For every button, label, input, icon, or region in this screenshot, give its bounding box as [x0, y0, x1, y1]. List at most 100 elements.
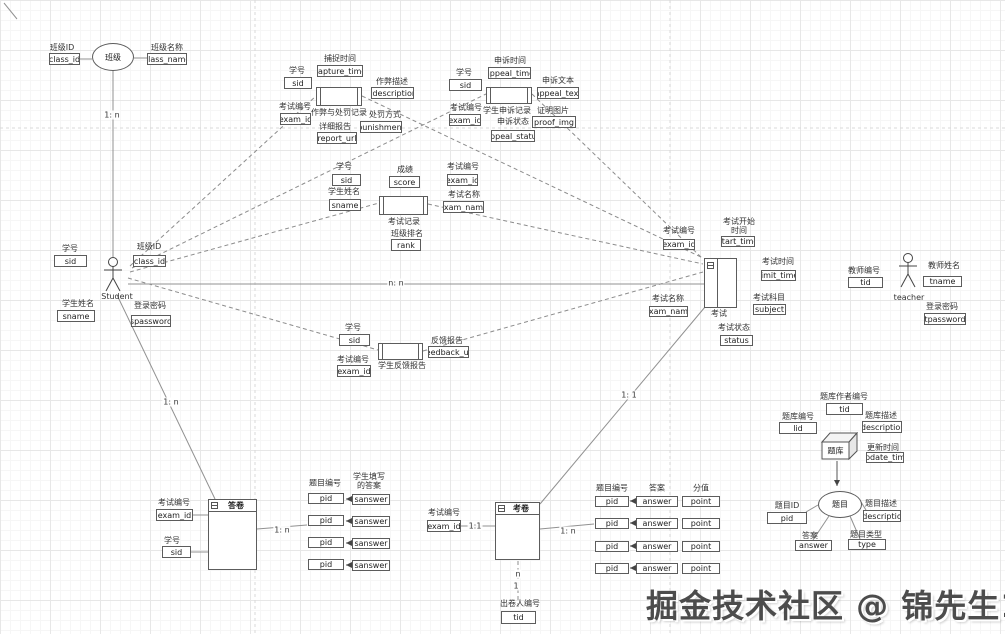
attr-question-answer[interactable]: answer	[795, 540, 832, 551]
connector-line[interactable]	[3, 2, 18, 20]
attr-ldescription-label: 题库描述	[865, 411, 897, 420]
attr-record-sname[interactable]: sname	[329, 199, 361, 211]
attr-appeal-time[interactable]: appeal_time	[488, 67, 531, 79]
attr-status[interactable]: status	[720, 335, 753, 346]
attr-sheet-pid-4[interactable]: pid	[308, 559, 344, 570]
actor-teacher[interactable]	[899, 253, 917, 293]
attr-rank[interactable]: rank	[391, 239, 421, 251]
attr-pdescription[interactable]: pdescription	[863, 510, 901, 522]
attr-bank-author-tid[interactable]: tid	[826, 403, 863, 415]
attr-feedback-sid[interactable]: sid	[339, 334, 370, 346]
connector-line[interactable]	[812, 515, 830, 541]
attr-feedback-url[interactable]: feedback_url	[428, 346, 469, 358]
entity-answer-sheet[interactable]: 答卷	[208, 499, 257, 570]
attr-paper-answer-1[interactable]: answer	[636, 496, 678, 507]
attr-question-pid[interactable]: pid	[767, 512, 807, 524]
attr-paper-pid-2[interactable]: pid	[595, 518, 629, 529]
connector-line[interactable]	[849, 515, 861, 540]
attr-tpassword[interactable]: tpassword	[924, 313, 966, 325]
attr-paper-exam-id[interactable]: exam_id	[427, 520, 461, 532]
attr-paper-point-2[interactable]: point	[682, 518, 720, 529]
attr-cdescription[interactable]: cdescription	[371, 87, 414, 99]
attr-cheat-exam-id[interactable]: exam_id	[280, 113, 311, 125]
attr-punishment[interactable]: punishment	[360, 121, 402, 133]
attr-start-time[interactable]: start_time	[721, 236, 755, 247]
attr-appeal-status[interactable]: appeal_status	[491, 130, 535, 142]
attr-paper-point-1[interactable]: point	[682, 496, 720, 507]
attr-paper-pid-1[interactable]: pid	[595, 496, 629, 507]
rel-student-appeal-record[interactable]	[486, 87, 532, 104]
attr-sheet-sid-label: 学号	[164, 536, 180, 545]
attr-sheet-pid-2[interactable]: pid	[308, 515, 344, 526]
attr-tid[interactable]: tid	[848, 277, 883, 288]
attr-student-sname[interactable]: sname	[57, 310, 95, 322]
attr-subject[interactable]: subject	[753, 304, 786, 315]
attr-record-exam-id[interactable]: exam_id	[447, 174, 478, 186]
attr-sheet-sanswer-1[interactable]: sanswer	[352, 494, 390, 505]
attr-student-sid[interactable]: sid	[54, 255, 87, 267]
attr-record-exam-name[interactable]: exam_name	[443, 201, 484, 213]
actor-student[interactable]	[104, 257, 122, 297]
attr-appeal-sid[interactable]: sid	[449, 79, 482, 91]
table-icon	[707, 262, 714, 269]
attr-capture-time[interactable]: capture_time	[317, 65, 363, 77]
watermark: 掘金技术社区 @ 锦先生1027	[646, 587, 1005, 625]
attr-paper-pid-4[interactable]: pid	[595, 563, 629, 574]
connector-line[interactable]	[116, 294, 216, 500]
cardinality-label-1: n: n	[387, 278, 405, 288]
attr-sheet-sanswer-2[interactable]: sanswer	[352, 516, 390, 527]
attr-ldescription[interactable]: ldescription	[862, 421, 902, 433]
attr-paper-answer-2[interactable]: answer	[636, 518, 678, 529]
attr-punishment-label: 处罚方式	[369, 110, 401, 119]
attr-sheet-sid[interactable]: sid	[162, 546, 191, 558]
attr-score[interactable]: score	[389, 176, 420, 188]
entity-exam-paper[interactable]: 考卷	[495, 502, 540, 560]
attr-lid[interactable]: lid	[779, 422, 817, 434]
attr-question-type[interactable]: type	[848, 539, 886, 550]
attr-exam-id[interactable]: exam_id	[663, 239, 695, 250]
rel-exam-record[interactable]	[379, 196, 428, 215]
attr-paper-pid-3[interactable]: pid	[595, 541, 629, 552]
relationship-line[interactable]	[129, 202, 380, 273]
attr-student-class-id[interactable]: class_id	[133, 255, 166, 267]
rel-student-feedback-report[interactable]	[378, 343, 423, 360]
attr-sheet-pid-1[interactable]: pid	[308, 493, 344, 504]
attr-paper-point-4[interactable]: point	[682, 563, 720, 574]
attr-update-time[interactable]: update_time	[866, 452, 904, 463]
attr-limit-time[interactable]: limit_time	[761, 270, 796, 281]
attr-appeal-exam-id[interactable]: exam_id	[449, 114, 481, 126]
attr-record-sid[interactable]: sid	[332, 174, 361, 186]
entity-question[interactable]: 题目	[818, 491, 862, 518]
attr-class-id[interactable]: class_id	[49, 53, 80, 65]
attr-cheat-sid[interactable]: sid	[284, 77, 312, 89]
attr-tname[interactable]: tname	[923, 276, 962, 287]
attr-sheet-pid-3[interactable]: pid	[308, 537, 344, 548]
attr-spassword[interactable]: spassword	[131, 315, 171, 327]
attr-proof-img[interactable]: proof_img	[532, 116, 576, 128]
attr-paper-point-3[interactable]: point	[682, 541, 720, 552]
attr-sheet-sanswer-4[interactable]: sanswer	[352, 560, 390, 571]
rel-student-appeal-record-label: 学生申诉记录	[483, 106, 531, 115]
attr-sheet-sanswer-3[interactable]: sanswer	[352, 538, 390, 549]
attr-sheet-exam-id[interactable]: exam_id	[156, 509, 193, 521]
connector-line[interactable]	[539, 306, 706, 505]
attr-setter-tid[interactable]: tid	[501, 611, 536, 624]
attr-exam-name[interactable]: exam_name	[649, 306, 688, 317]
relationship-line[interactable]	[131, 93, 487, 269]
attr-feedback-exam-id[interactable]: exam_id	[337, 365, 371, 377]
connector-line[interactable]	[805, 504, 819, 513]
attr-class-name[interactable]: class_name	[147, 53, 187, 65]
entity-exam[interactable]	[704, 258, 737, 308]
label-sheet-sanswer-column: 学生填写 的答案	[353, 472, 385, 490]
entity-class[interactable]: 班级	[92, 43, 134, 71]
relationship-line[interactable]	[427, 203, 704, 265]
attr-paper-answer-4[interactable]: answer	[636, 563, 678, 574]
relationship-line[interactable]	[127, 277, 379, 351]
rel-cheat-punish-record[interactable]	[316, 87, 362, 106]
attr-report-url[interactable]: report_url	[317, 132, 357, 144]
attr-paper-answer-3[interactable]: answer	[636, 541, 678, 552]
entity-question-bank[interactable]: 题库	[820, 431, 859, 461]
relationship-line[interactable]	[531, 93, 704, 260]
attr-appeal-text[interactable]: appeal_text	[537, 87, 579, 99]
